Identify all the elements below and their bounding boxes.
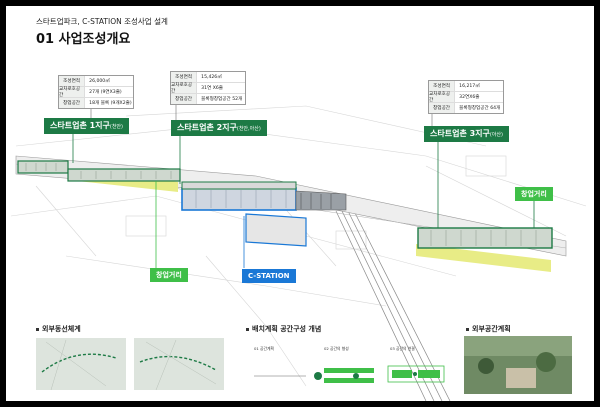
info-value: 31연 X6줄 [201,86,223,91]
zone1-buildings [17,160,181,182]
zone3-label: 스타트업촌 3지구(아산) [424,126,509,142]
info-value: 블록형창업공간 52개 [201,97,243,102]
zone2-buildings [181,181,297,211]
info-value: 16,217㎡ [459,84,480,89]
info-value: 32연X6줄 [459,95,480,100]
info-key: 교차로호공간 [59,87,86,98]
info-value: 블록형창업공간 64개 [459,106,501,111]
zone3-buildings [417,227,553,249]
zone3-label-text: 스타트업촌 3지구 [430,129,490,138]
info-value: 27개 (9연X3줄) [89,90,122,95]
zone1-label-sub: (천안) [109,124,123,130]
info-value: 18개 블록 (9개X2줄) [89,101,132,106]
info-key: 창업공간 [59,98,86,108]
zone2-label-text: 스타트업촌 2지구 [177,123,237,132]
info-key: 조성면적 [59,76,86,86]
cstation-building [245,190,347,247]
page-title: 01 사업조성개요 [36,32,131,47]
street-label-right: 창업거리 [515,187,553,201]
section-layout-concept: 배치계획 공간구성 개념 [246,324,321,334]
info-key: 교차로호공간 [171,83,198,94]
site-plan-illustration [10,71,587,401]
railway-lines [335,210,451,401]
background-map [10,105,587,387]
layout-step-1-label: 01 공간계획 [254,346,275,351]
layout-step-3-label: 03 공간의 연결 [390,346,415,351]
info-key: 창업공간 [171,94,198,104]
page: 스타트업파크, C-STATION 조성사업 설계 01 사업조성개요 [6,6,594,401]
route-line-2 [139,355,217,371]
zone2-label: 스타트업촌 2지구(천안,아산) [171,120,267,136]
zone2-label-sub: (천안,아산) [236,126,261,132]
info-value: 15,426㎡ [201,75,222,80]
layout-step-1-diagram [254,372,322,380]
exterior-photo-detail [464,336,572,388]
layout-step-3-diagram [387,365,445,383]
external-map-1 [36,338,126,390]
section-external-circulation: 외부동선체계 [36,324,81,334]
cstation-label: C-STATION [242,269,296,283]
info-key: 조성면적 [429,81,456,91]
layout-step-2-label: 02 공간의 형성 [324,346,349,351]
zone3-label-sub: (아산) [489,132,503,138]
info-key: 조성면적 [171,72,198,82]
info-key: 교차로호공간 [429,92,456,103]
route-line-1 [41,353,117,373]
info-value: 26,000㎡ [89,79,110,84]
street-label-left: 창업거리 [150,268,188,282]
layout-step-2-diagram [324,368,374,383]
section-exterior-plan: 외부공간계획 [466,324,511,334]
zone1-label: 스타트업촌 1지구(천안) [44,118,129,134]
page-supertitle: 스타트업파크, C-STATION 조성사업 설계 [36,17,168,26]
external-map-2 [134,338,224,390]
street-right-area [416,244,551,272]
zone1-label-text: 스타트업촌 1지구 [50,121,110,130]
info-key: 창업공간 [429,103,456,113]
